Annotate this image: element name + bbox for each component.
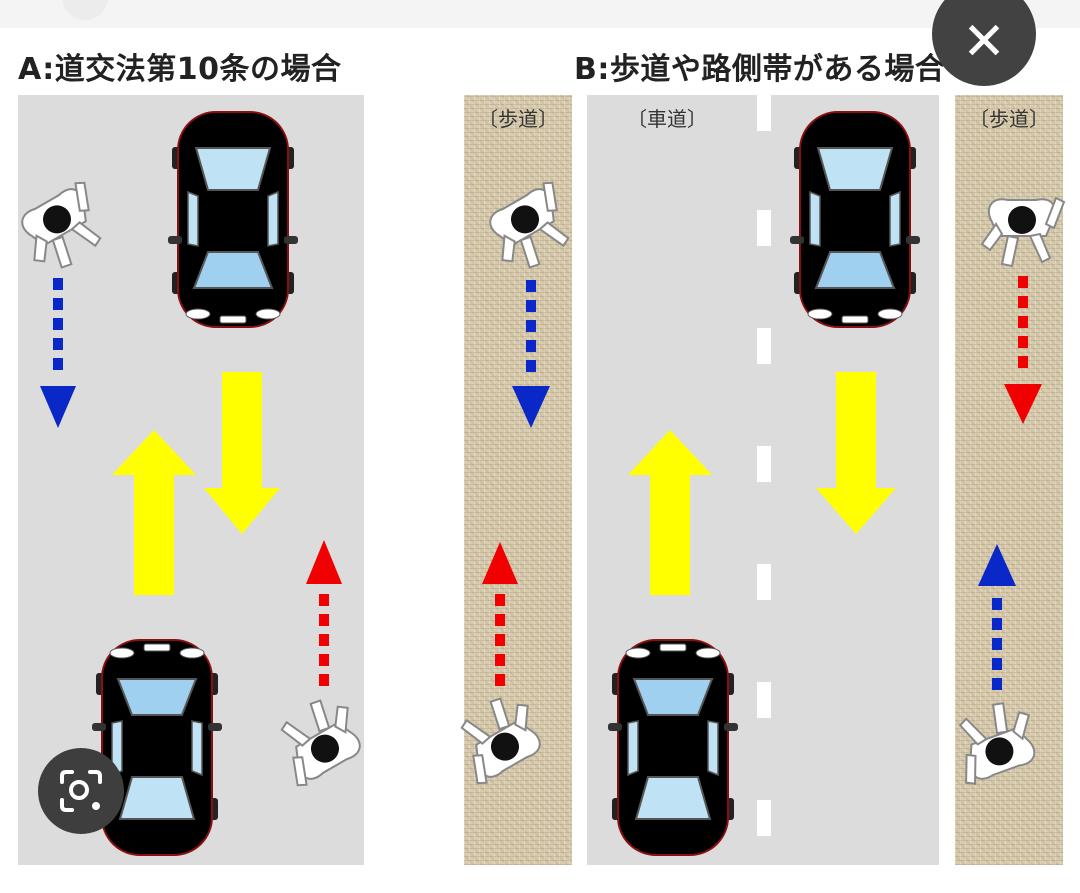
lane-dash	[757, 446, 771, 482]
left-sidewalk-label: 〔歩道〕	[478, 107, 558, 131]
camera-search-icon[interactable]	[38, 748, 124, 834]
pedestrian	[444, 685, 552, 788]
pedestrian	[981, 197, 1065, 267]
right-sidewalk-label: 〔歩道〕	[969, 107, 1049, 131]
pedestrian	[264, 687, 372, 790]
top-strip-circle	[62, 0, 108, 20]
red-car	[167, 111, 299, 328]
lane-dash	[757, 564, 771, 600]
blue-walk-arrow-down	[40, 278, 76, 428]
lane-dash	[757, 95, 771, 131]
lane-dash	[757, 210, 771, 246]
red-walk-arrow-up	[482, 542, 518, 686]
blue-car	[607, 639, 739, 856]
lane-dash	[757, 328, 771, 364]
yellow-arrow-up	[112, 430, 196, 595]
pedestrian	[478, 178, 586, 281]
pedestrian	[943, 693, 1046, 788]
blue-walk-arrow-up	[978, 544, 1016, 690]
red-car	[789, 111, 921, 328]
yellow-arrow-up	[628, 430, 712, 595]
yellow-arrow-down	[204, 372, 280, 534]
panel-b-heading: B:歩道や路側帯がある場合	[574, 52, 946, 87]
red-walk-arrow-down	[1004, 276, 1042, 424]
close-button[interactable]: ✕	[932, 0, 1036, 86]
close-icon[interactable]: ✕	[962, 12, 1006, 72]
top-strip	[0, 0, 1080, 28]
pedestrian	[10, 178, 118, 281]
roadway-label: 〔車道〕	[627, 107, 707, 131]
lane-dash	[757, 682, 771, 718]
visual-search-button[interactable]	[38, 748, 124, 834]
lane-dash	[757, 800, 771, 836]
red-walk-arrow-up	[306, 540, 342, 686]
blue-walk-arrow-down	[512, 280, 550, 428]
panel-a-heading: A:道交法第10条の場合	[18, 52, 342, 87]
centre-lane-line	[757, 95, 771, 865]
yellow-arrow-down	[816, 372, 896, 534]
